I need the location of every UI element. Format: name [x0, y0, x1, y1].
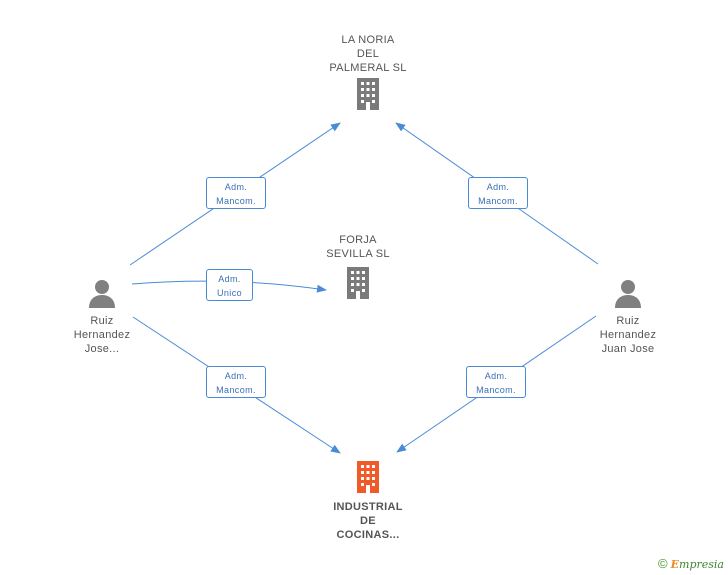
building-icon: [357, 461, 379, 493]
node-ruiz-hernandez-juan-jose[interactable]: Ruiz Hernandez Juan Jose: [586, 278, 670, 356]
edge-label-ruiz-juan-industrial[interactable]: Adm. Mancom.: [466, 366, 526, 398]
edge-label-ruiz-jose-forja[interactable]: Adm. Unico: [206, 269, 253, 301]
node-label: Ruiz Hernandez Juan Jose: [599, 315, 657, 355]
building-icon: [347, 267, 369, 299]
building-icon: [357, 78, 379, 110]
edge-label-ruiz-jose-noria[interactable]: Adm. Mancom.: [206, 177, 266, 209]
node-label: LA NORIA DEL PALMERAL SL: [329, 34, 407, 74]
node-label: Ruiz Hernandez Jose...: [73, 315, 131, 355]
node-forja-sevilla[interactable]: FORJA SEVILLA SL: [308, 233, 408, 300]
brand-logo: Empresia: [670, 558, 724, 571]
person-icon: [89, 280, 115, 308]
edge-label-ruiz-jose-industrial[interactable]: Adm. Mancom.: [206, 366, 266, 398]
copyright-icon: ©: [657, 556, 668, 571]
edge-label-ruiz-juan-noria[interactable]: Adm. Mancom.: [468, 177, 528, 209]
brand-footer: © Empresia: [658, 556, 724, 571]
person-icon: [615, 280, 641, 308]
node-label: INDUSTRIAL DE COCINAS...: [333, 501, 403, 541]
node-ruiz-hernandez-jose[interactable]: Ruiz Hernandez Jose...: [62, 278, 142, 356]
node-industrial-de-cocinas[interactable]: INDUSTRIAL DE COCINAS...: [318, 460, 418, 542]
node-la-noria-del-palmeral[interactable]: LA NORIA DEL PALMERAL SL: [318, 33, 418, 111]
node-label: FORJA SEVILLA SL: [326, 234, 390, 260]
